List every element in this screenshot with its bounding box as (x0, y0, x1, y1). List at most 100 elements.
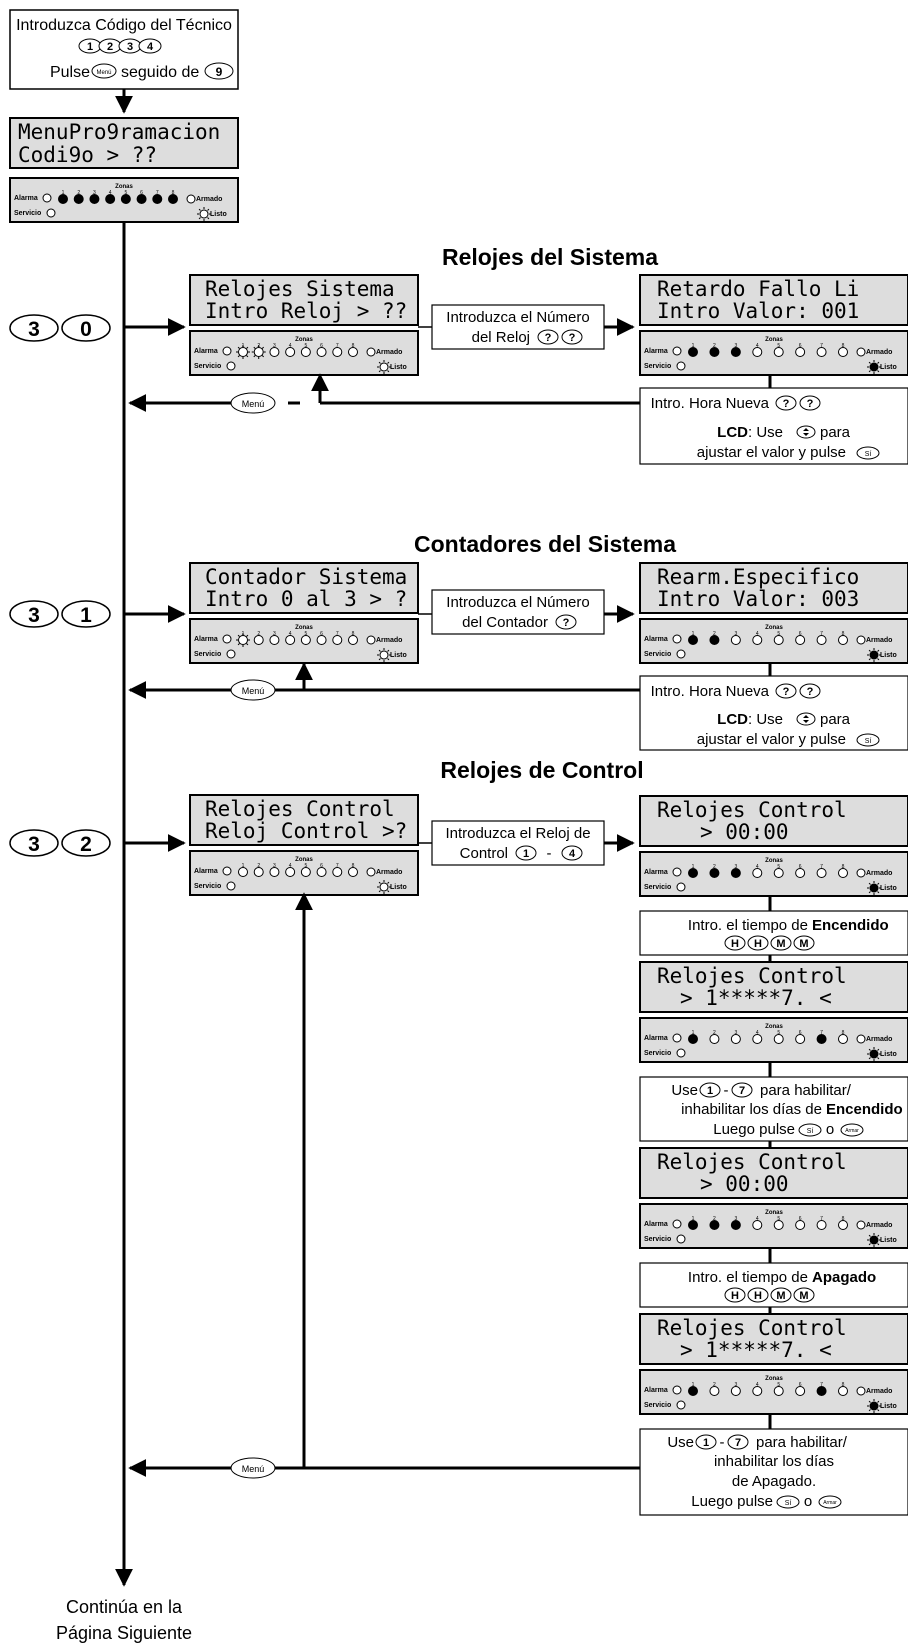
key-label: 1 (87, 41, 93, 53)
zone-led-1 (688, 347, 698, 357)
listo-led (869, 1235, 879, 1245)
zone-number: 6 (799, 1030, 802, 1036)
zone-led-2 (253, 347, 264, 357)
svg-text:para: para (820, 424, 851, 441)
listo-led (379, 882, 389, 892)
info-box-contadores: Intro. Hora Nueva ?? LCD : Use para ajus… (639, 675, 908, 751)
svg-text:Sí: Sí (865, 738, 872, 745)
svg-text:Introduzca el Número: Introduzca el Número (446, 594, 589, 611)
zone-led-7 (816, 868, 827, 878)
prompt-relojes-sistema: Introduzca el Número del Reloj ?? (431, 304, 605, 350)
zone-number: 4 (289, 343, 292, 349)
key-icon (537, 329, 559, 345)
zone-number: 2 (713, 864, 716, 870)
svg-text:Armar: Armar (823, 1500, 837, 1506)
key-label: 7 (735, 1437, 741, 1449)
listo-label: Listo (880, 1403, 897, 1410)
key-label: M (799, 1290, 808, 1302)
zone-led-8 (838, 1034, 848, 1044)
zone-number: 5 (777, 1030, 780, 1036)
key-icon (727, 1434, 749, 1450)
svg-text:Relojes Control: Relojes Control (657, 1316, 847, 1340)
key-icon (561, 329, 583, 345)
svg-text:o: o (804, 1493, 812, 1510)
followed-by-text: seguido de (121, 64, 199, 81)
servicio-label: Servicio (194, 883, 221, 890)
svg-text:LCD: LCD (717, 711, 748, 728)
zone-number: 5 (777, 1216, 780, 1222)
zone-led-3 (269, 347, 280, 357)
listo-led (379, 362, 389, 372)
armado-label: Armado (866, 1222, 892, 1229)
svg-text:3: 3 (28, 318, 40, 341)
armado-label: Armado (376, 869, 402, 876)
alarma-led (672, 1219, 682, 1229)
zone-number: 3 (93, 190, 96, 196)
zone-number: 8 (352, 631, 355, 637)
zone-number: 7 (336, 863, 339, 869)
si-key-icon: Sí (856, 733, 880, 747)
armar-key-icon: Armar (840, 1123, 864, 1137)
key-label: ? (569, 332, 576, 344)
key-label: ? (563, 617, 570, 629)
armado-led (186, 194, 196, 204)
zone-number: 5 (777, 1382, 780, 1388)
enter-code-text: Introduzca Código del Técnico (16, 17, 232, 34)
zone-led-5 (120, 194, 131, 204)
zone-number: 5 (777, 343, 780, 349)
zone-led-5 (300, 347, 311, 357)
zone-led-6 (795, 635, 806, 645)
zone-number: 3 (273, 343, 276, 349)
servicio-led (676, 1048, 686, 1058)
zone-number: 7 (336, 631, 339, 637)
armado-led (856, 1220, 866, 1230)
zone-led-7 (816, 635, 827, 645)
info-box-relojes-sistema: Intro. Hora Nueva ?? LCD : Use para ajus… (639, 387, 908, 465)
servicio-led (676, 361, 686, 371)
key-3-1: 3 1 (9, 600, 111, 628)
zone-number: 2 (257, 631, 260, 637)
svg-text:o: o (826, 1121, 834, 1138)
zone-number: 2 (713, 1030, 716, 1036)
svg-text:> 1*****7. <: > 1*****7. < (680, 986, 832, 1010)
updown-key-icon (796, 425, 816, 439)
svg-text:Relojes Control: Relojes Control (657, 964, 847, 988)
svg-text:> 00:00: > 00:00 (700, 1172, 789, 1196)
key-label: H (731, 1290, 739, 1302)
alarma-label: Alarma (644, 1035, 668, 1042)
zone-led-7 (332, 867, 343, 877)
zone-number: 8 (842, 343, 845, 349)
zone-led-1 (688, 1220, 698, 1230)
zone-led-4 (752, 347, 763, 357)
key-label: ? (783, 398, 790, 410)
zonas-label: Zonas (765, 1376, 783, 1382)
zone-number: 4 (756, 1382, 759, 1388)
alarma-label: Alarma (644, 1387, 668, 1394)
svg-text:Encendido: Encendido (812, 917, 889, 934)
control-lcd-4: Relojes Control > 1*****7. < (639, 1313, 908, 1365)
svg-text:Menú: Menú (242, 686, 265, 696)
armado-label: Armado (866, 1388, 892, 1395)
zone-led-1 (688, 635, 698, 645)
zone-number: 8 (842, 1382, 845, 1388)
zone-number: 2 (713, 1382, 716, 1388)
zone-number: 7 (336, 343, 339, 349)
svg-text:LCD: LCD (717, 424, 748, 441)
svg-text:Intro Reloj > ??: Intro Reloj > ?? (205, 299, 407, 323)
key-icon (699, 1082, 721, 1098)
svg-text:Control: Control (460, 845, 508, 862)
zone-led-2 (709, 635, 720, 645)
svg-text:Relojes Control: Relojes Control (657, 798, 847, 822)
zone-number: 7 (820, 343, 823, 349)
zone-led-7 (152, 194, 163, 204)
svg-text:para habilitar/: para habilitar/ (756, 1434, 848, 1451)
zone-led-2 (253, 635, 264, 645)
key-icon (731, 1082, 753, 1098)
zone-number: 7 (820, 631, 823, 637)
zone-number: 8 (842, 1216, 845, 1222)
